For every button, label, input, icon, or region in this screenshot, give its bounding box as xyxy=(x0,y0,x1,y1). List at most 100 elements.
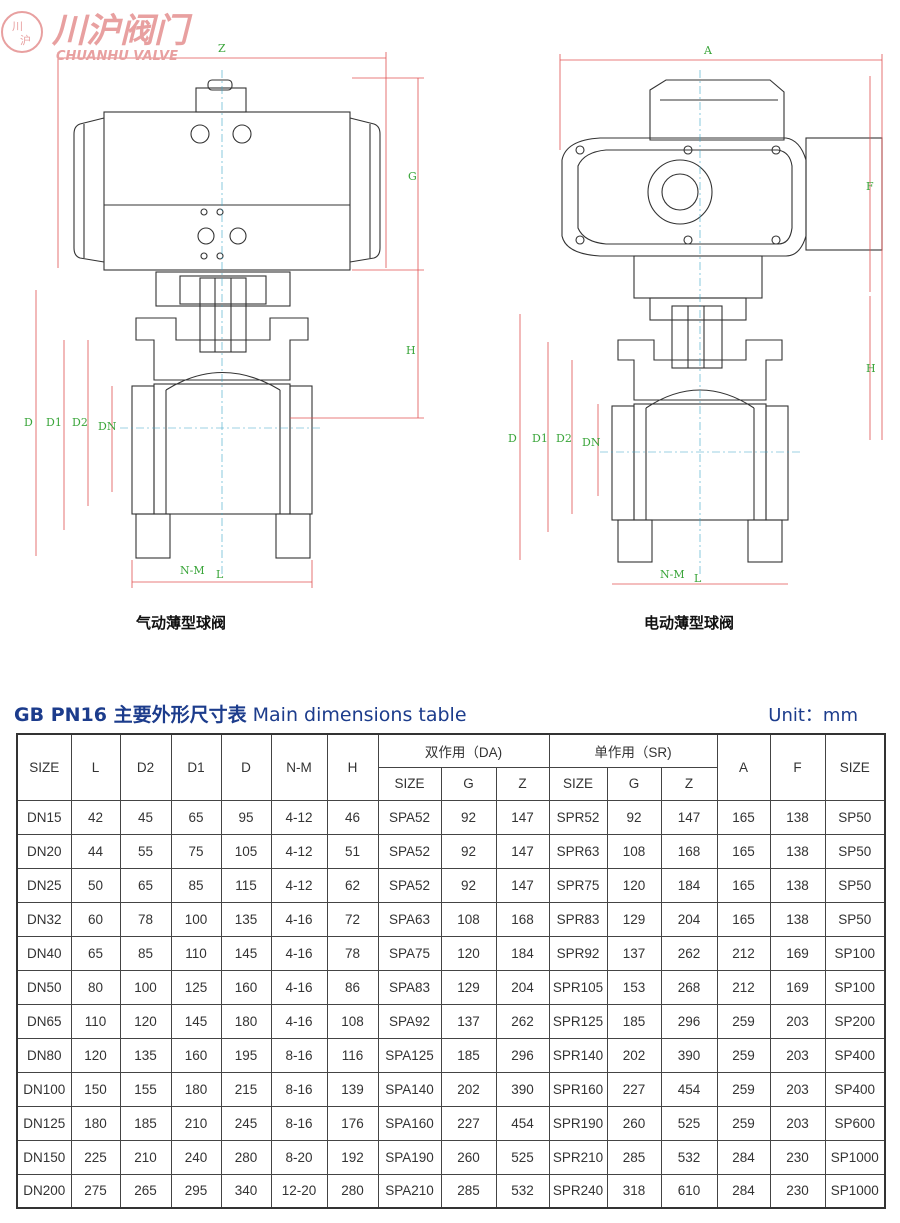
table-cell: 203 xyxy=(769,1105,826,1141)
dim-label-z: Z xyxy=(218,42,226,55)
table-cell: 280 xyxy=(220,1139,272,1175)
watermark-logo-char-1: 川 xyxy=(12,20,23,33)
col-header-nm: N-M xyxy=(270,733,328,801)
table-cell: 145 xyxy=(220,935,272,971)
col-header-da-z: Z xyxy=(495,766,550,801)
col-header-l: L xyxy=(70,733,121,801)
table-cell: SPR75 xyxy=(548,867,608,903)
dim-label-h: H xyxy=(406,344,416,357)
table-cell: 92 xyxy=(440,833,497,869)
table-cell: 150 xyxy=(70,1071,121,1107)
table-cell: 105 xyxy=(220,833,272,869)
table-cell: SPA52 xyxy=(377,867,442,903)
table-cell: 340 xyxy=(220,1173,272,1209)
table-cell: 135 xyxy=(220,901,272,937)
table-cell: SPR190 xyxy=(548,1105,608,1141)
table-cell: 4-16 xyxy=(270,969,328,1005)
table-cell: 202 xyxy=(440,1071,497,1107)
table-cell: 137 xyxy=(606,935,662,971)
col-header-sr-z: Z xyxy=(660,766,718,801)
table-cell: 525 xyxy=(660,1105,718,1141)
table-cell: DN80 xyxy=(16,1037,72,1073)
dim-label-d: D xyxy=(24,416,33,429)
table-cell: 185 xyxy=(440,1037,497,1073)
dimension-lines xyxy=(35,52,883,588)
table-cell: 210 xyxy=(170,1105,222,1141)
table-cell: 259 xyxy=(716,1071,771,1107)
table-cell: 55 xyxy=(119,833,172,869)
table-cell: 259 xyxy=(716,1003,771,1039)
table-cell: 203 xyxy=(769,1037,826,1073)
table-cell: SP50 xyxy=(824,867,886,903)
table-cell: 532 xyxy=(660,1139,718,1175)
table-cell: 454 xyxy=(495,1105,550,1141)
dim-label-d2: D2 xyxy=(72,416,88,429)
table-cell: 42 xyxy=(70,799,121,835)
dim-label-d-right: D xyxy=(508,432,517,445)
table-cell: 147 xyxy=(495,867,550,903)
table-cell: 116 xyxy=(326,1037,379,1073)
table-cell: 268 xyxy=(660,969,718,1005)
table-cell: SP400 xyxy=(824,1071,886,1107)
col-header-actuator-size: SIZE xyxy=(824,733,886,801)
table-cell: 135 xyxy=(119,1037,172,1073)
table-cell: 85 xyxy=(170,867,222,903)
col-group-single-acting: 单作用（SR) xyxy=(548,733,718,768)
table-cell: 240 xyxy=(170,1139,222,1175)
col-header-d1: D1 xyxy=(170,733,222,801)
table-cell: 8-16 xyxy=(270,1037,328,1073)
table-cell: 180 xyxy=(220,1003,272,1039)
table-cell: 139 xyxy=(326,1071,379,1107)
watermark-brand-cn: 川沪阀门 xyxy=(51,11,193,51)
col-header-a: A xyxy=(716,733,771,801)
dim-label-dn: DN xyxy=(98,420,117,433)
table-cell: 65 xyxy=(170,799,222,835)
table-cell: SP100 xyxy=(824,935,886,971)
table-cell: SPR52 xyxy=(548,799,608,835)
table-cell: 80 xyxy=(70,969,121,1005)
table-cell: 265 xyxy=(119,1173,172,1209)
table-cell: 212 xyxy=(716,969,771,1005)
table-cell: 138 xyxy=(769,833,826,869)
table-cell: SP200 xyxy=(824,1003,886,1039)
table-cell: 212 xyxy=(716,935,771,971)
col-header-sr-g: G xyxy=(606,766,662,801)
table-cell: 95 xyxy=(220,799,272,835)
table-cell: SPR83 xyxy=(548,901,608,937)
table-cell: 185 xyxy=(119,1105,172,1141)
table-cell: 108 xyxy=(440,901,497,937)
table-cell: 65 xyxy=(70,935,121,971)
table-cell: 45 xyxy=(119,799,172,835)
table-cell: SPR105 xyxy=(548,969,608,1005)
dim-label-l-right: L xyxy=(694,572,702,585)
table-cell: SPA83 xyxy=(377,969,442,1005)
unit-label: Unit：mm xyxy=(768,705,858,726)
table-cell: 51 xyxy=(326,833,379,869)
table-cell: 204 xyxy=(660,901,718,937)
table-cell: 610 xyxy=(660,1173,718,1209)
table-cell: DN125 xyxy=(16,1105,72,1141)
table-cell: 195 xyxy=(220,1037,272,1073)
table-cell: DN200 xyxy=(16,1173,72,1209)
table-cell: 72 xyxy=(326,901,379,937)
table-cell: 110 xyxy=(70,1003,121,1039)
table-cell: 110 xyxy=(170,935,222,971)
table-cell: 120 xyxy=(606,867,662,903)
table-cell: 120 xyxy=(440,935,497,971)
table-cell: 147 xyxy=(495,799,550,835)
table-cell: 165 xyxy=(716,833,771,869)
table-cell: 50 xyxy=(70,867,121,903)
caption-electric: 电动薄型球阀 xyxy=(644,614,735,632)
table-cell: SPR125 xyxy=(548,1003,608,1039)
table-cell: 138 xyxy=(769,901,826,937)
centerlines xyxy=(120,70,800,574)
table-cell: 215 xyxy=(220,1071,272,1107)
table-cell: 227 xyxy=(606,1071,662,1107)
table-cell: SPA210 xyxy=(377,1173,442,1209)
table-cell: 184 xyxy=(660,867,718,903)
